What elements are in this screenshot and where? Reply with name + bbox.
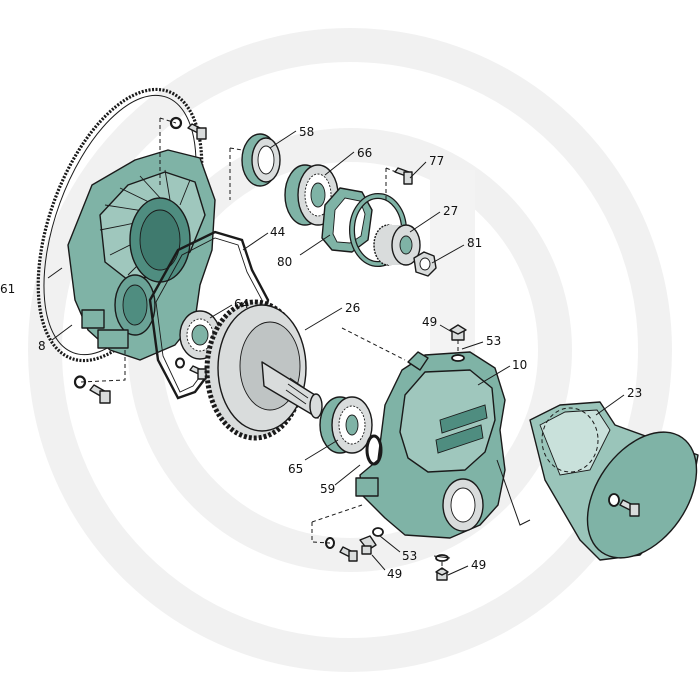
part-44-gasket xyxy=(148,230,270,400)
callout-58: 58 xyxy=(299,125,314,139)
callout-23: 23 xyxy=(627,386,642,400)
assembly-dashed-lines xyxy=(79,117,531,570)
callout-44: 44 xyxy=(270,225,285,239)
callout-80: 80 xyxy=(277,255,292,269)
part-27-splined-coupling xyxy=(373,224,421,266)
callout-66: 66 xyxy=(357,146,372,160)
callout-81: 81 xyxy=(467,236,482,250)
part-59-ring xyxy=(365,434,383,466)
part-8-bell-housing xyxy=(67,149,216,361)
callout-10: 10 xyxy=(512,358,527,372)
part-58-seal xyxy=(241,133,281,187)
callout-27: 27 xyxy=(443,204,458,218)
part-81-nut xyxy=(413,251,437,277)
callout-53-top: 53 xyxy=(486,334,501,348)
part-77-bolt xyxy=(394,167,413,185)
leader-lines xyxy=(47,130,625,576)
part-26-gear-shaft xyxy=(204,299,323,441)
bolt-washer-mid xyxy=(175,357,207,380)
callout-49-bottom-right: 49 xyxy=(471,558,486,572)
callout-77: 77 xyxy=(429,154,444,168)
part-65-bearing xyxy=(319,396,373,454)
callout-53-bottom: 53 xyxy=(402,549,417,563)
part-10-gearbox-housing xyxy=(355,351,506,539)
callout-8: 8 xyxy=(38,339,46,353)
callout-61: 61 xyxy=(0,282,15,296)
callout-65: 65 xyxy=(288,462,303,476)
callout-49-bottom-left: 49 xyxy=(387,567,402,581)
callout-64: 64 xyxy=(234,297,249,311)
callout-26: 26 xyxy=(345,301,360,315)
part-23-guard-cone xyxy=(529,401,699,561)
callout-59: 59 xyxy=(320,482,335,496)
callout-labels: 58 66 77 27 81 44 80 61 8 64 26 49 53 10… xyxy=(0,125,642,581)
callout-49-top: 49 xyxy=(422,315,437,329)
